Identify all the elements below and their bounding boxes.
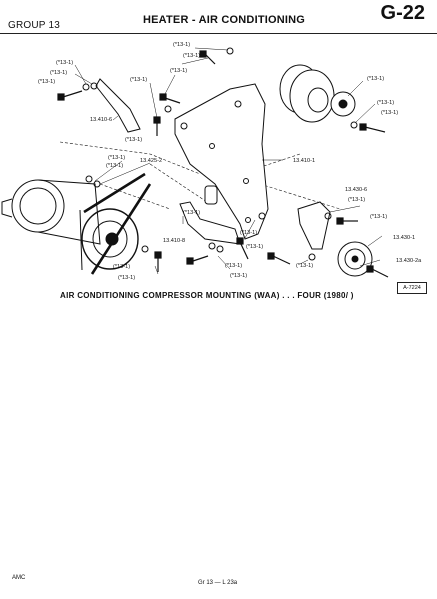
page-title: HEATER - AIR CONDITIONING <box>143 14 306 26</box>
label-13-1-j: (*13-1) <box>381 110 398 116</box>
figure-reference: A-7224 <box>397 282 427 294</box>
label-13-1-h: (*13-1) <box>367 76 384 82</box>
label-13-1-e: (*13-1) <box>38 79 55 85</box>
page-number: G-22 <box>380 2 425 24</box>
label-13-1-g: (*13-1) <box>130 77 147 83</box>
label-13-410-1: 13.410-1 <box>293 158 315 164</box>
label-13-1-k: (*13-1) <box>125 137 142 143</box>
label-13-1-l: (*13-1) <box>108 155 125 161</box>
idler-arm <box>297 201 331 250</box>
label-13-1-f: (*13-1) <box>170 68 187 74</box>
header-rule <box>0 33 437 34</box>
label-13-1-d: (*13-1) <box>50 70 67 76</box>
label-13-410-8: 13.410-8 <box>163 238 185 244</box>
label-13-1-s: (*13-1) <box>225 263 242 269</box>
label-13-1-m: (*13-1) <box>106 163 123 169</box>
spacer <box>204 185 218 205</box>
label-13-1-v: (*13-1) <box>230 273 247 279</box>
idler-pulley <box>337 241 373 277</box>
label-13-430-6: 13.430-6 <box>345 187 367 193</box>
label-13-1-o: (*13-1) <box>370 214 387 220</box>
bracket-13-410-1 <box>174 83 269 240</box>
label-13-1-u: (*13-1) <box>296 263 313 269</box>
exploded-diagram: (*13-1) (*13-1) (*13-1) (*13-1) (*13-1) … <box>1 42 422 281</box>
label-13-1-p: (*13-1) <box>183 210 200 216</box>
footer-page-code: Gr 13 — L 23a <box>198 580 238 586</box>
label-leaders <box>74 47 383 275</box>
label-13-410-6: 13.410-6 <box>90 117 112 123</box>
label-13-1-i: (*13-1) <box>377 100 394 106</box>
arm-13-410-6 <box>95 78 141 133</box>
label-13-1-t: (*13-1) <box>113 264 130 270</box>
label-13-1-a: (*13-1) <box>173 42 190 48</box>
label-13-1-w: (*13-1) <box>118 275 135 281</box>
label-13-1-r: (*13-1) <box>246 244 263 250</box>
group-label: GROUP 13 <box>8 20 60 31</box>
footer-publisher: AMC <box>12 575 26 581</box>
compressor <box>1 179 139 271</box>
drive-belt <box>83 172 152 275</box>
figure-caption: AIR CONDITIONING COMPRESSOR MOUNTING (WA… <box>60 291 354 300</box>
label-13-425-2: 13.425-2 <box>140 158 162 164</box>
label-13-1-b: (*13-1) <box>183 53 200 59</box>
washers <box>82 47 358 261</box>
bolts <box>57 50 389 278</box>
label-13-1-n: (*13-1) <box>348 197 365 203</box>
label-13-430-1: 13.430-1 <box>393 235 415 241</box>
bracket-13-410-8 <box>179 201 241 245</box>
label-13-1-c: (*13-1) <box>56 60 73 66</box>
water-pump-pulley <box>279 64 356 123</box>
label-13-1-q: (*13-1) <box>240 230 257 236</box>
label-13-430-2a: 13.430-2a <box>396 258 422 264</box>
